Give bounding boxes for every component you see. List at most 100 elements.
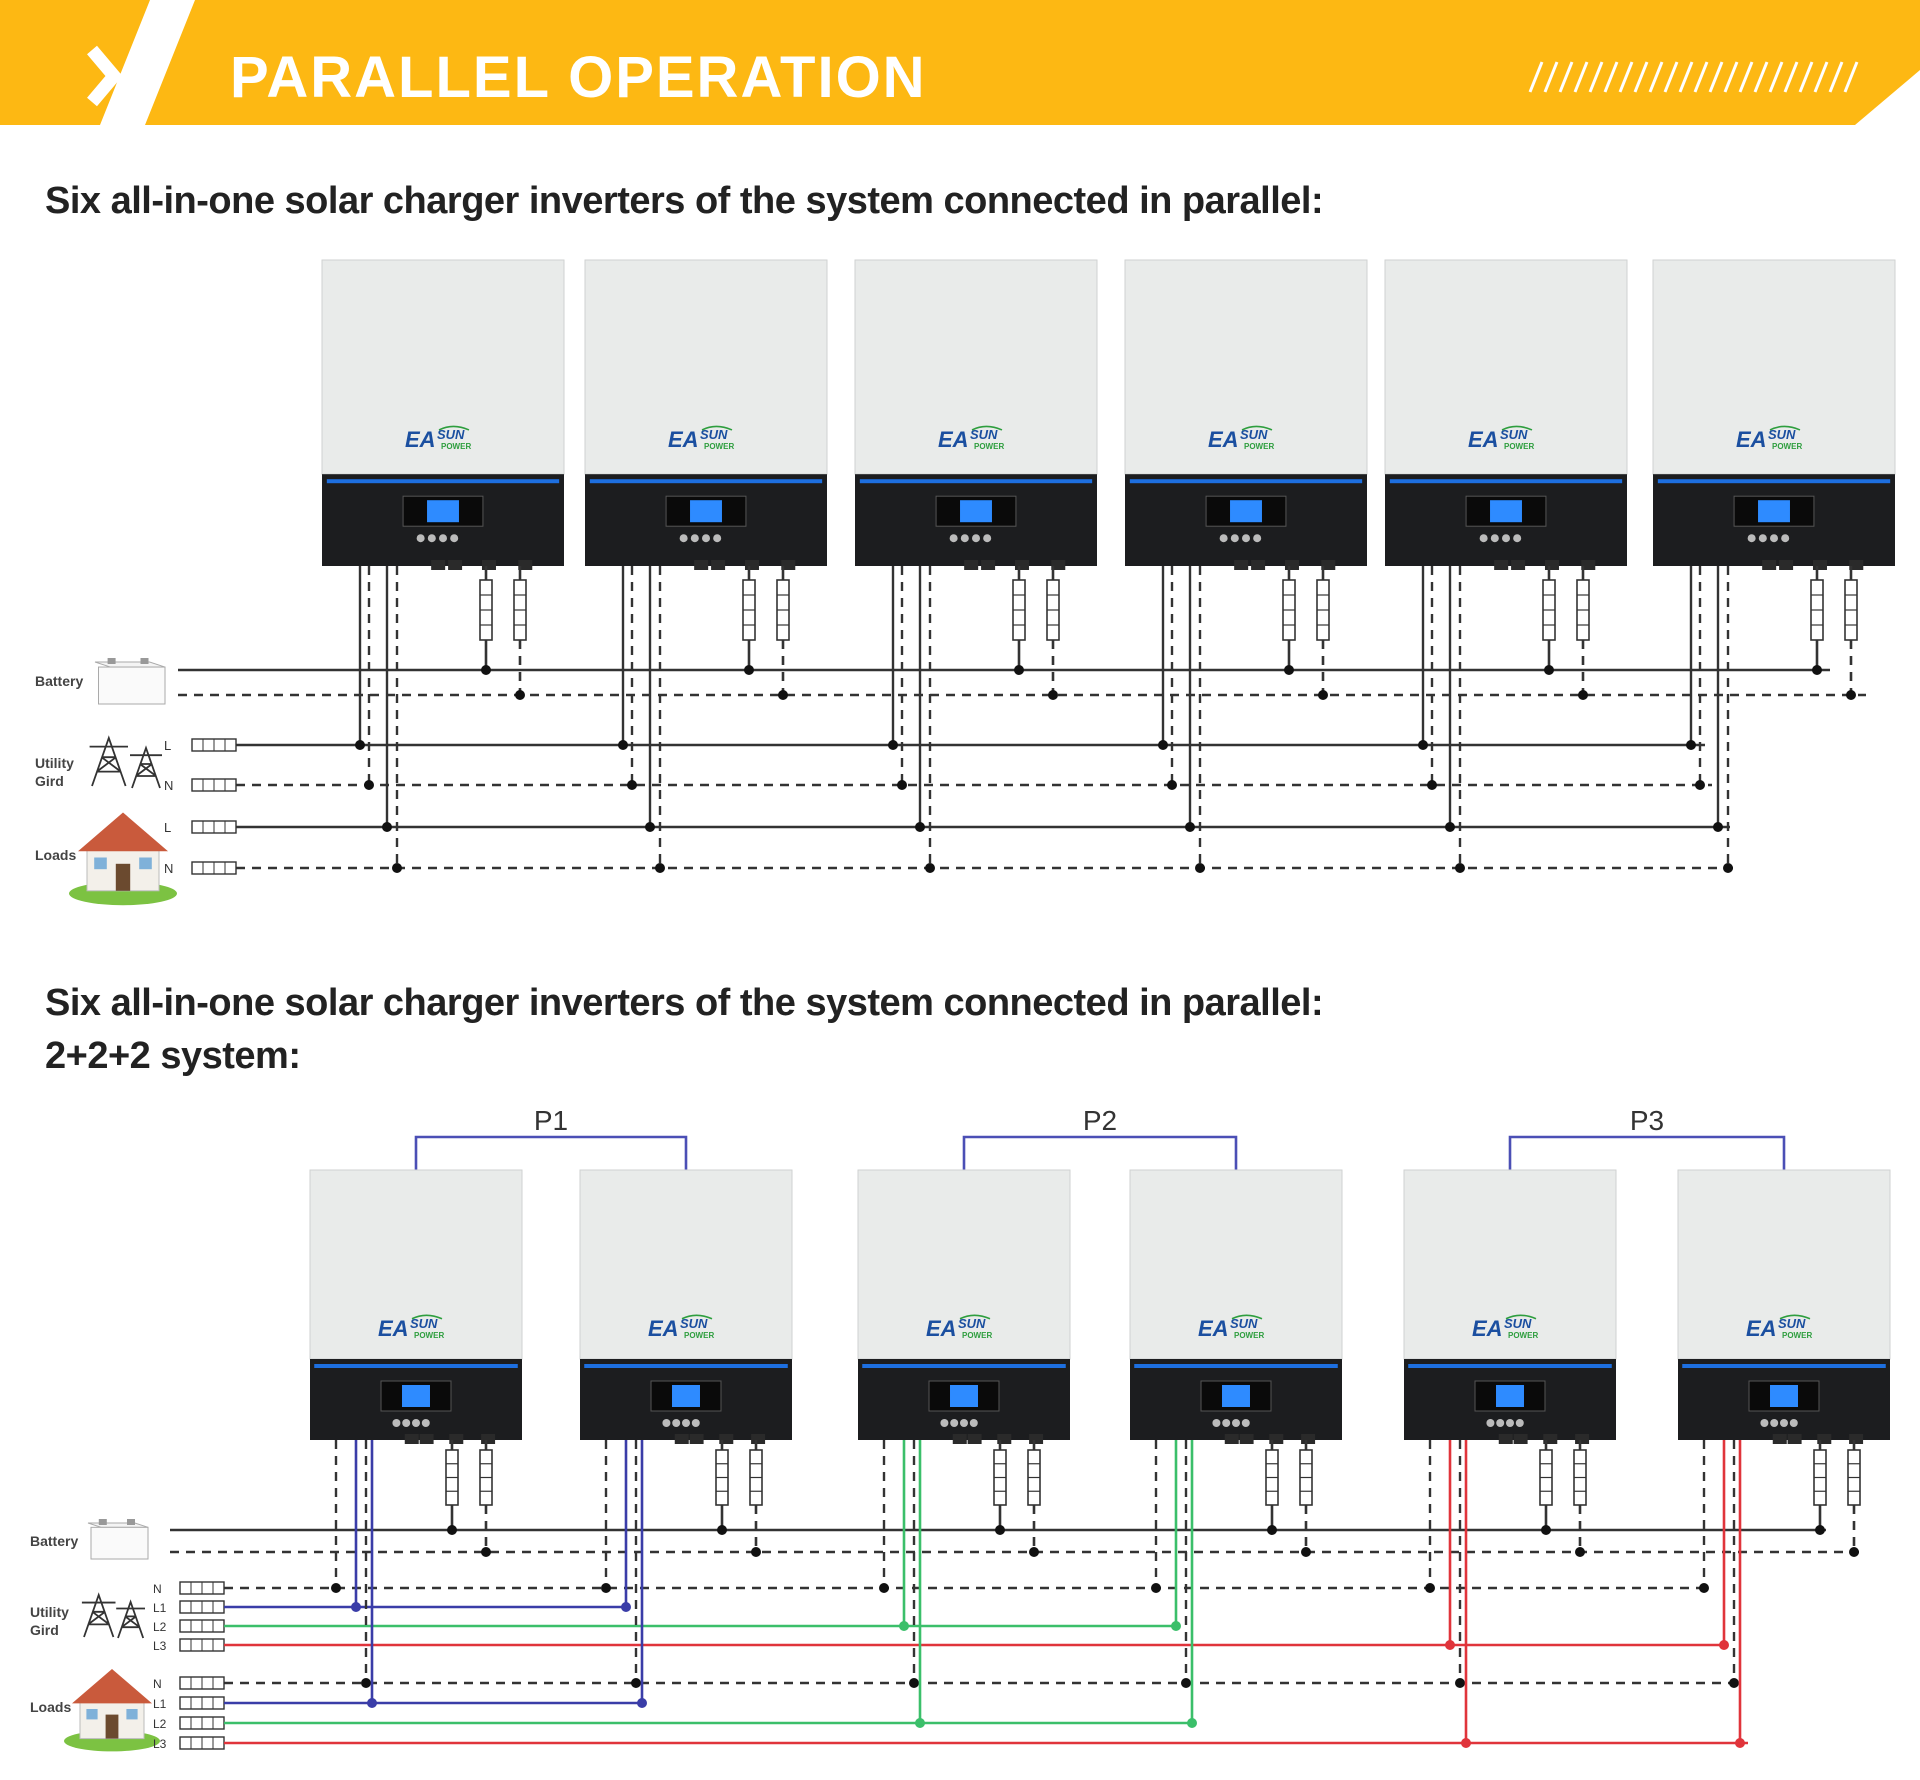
- fuse-holder: [1316, 579, 1330, 641]
- house-roof: [72, 1669, 152, 1704]
- logo-text: SUN: [1500, 427, 1528, 442]
- logo-text: EA: [1198, 1316, 1229, 1341]
- junction-dot: [364, 780, 374, 790]
- cable-gland: [1575, 1434, 1590, 1444]
- junction-dot: [1195, 863, 1205, 873]
- inverter-body: [321, 259, 565, 475]
- cable-gland: [1301, 1434, 1316, 1444]
- cable-gland: [1051, 560, 1066, 570]
- house-roof: [78, 812, 168, 852]
- logo-arc: [681, 1314, 713, 1320]
- junction-dot: [888, 740, 898, 750]
- line-label: L2: [153, 1620, 167, 1634]
- junction-dot: [1686, 740, 1696, 750]
- junction-dot: [355, 740, 365, 750]
- power-pylon-icon: [81, 1592, 116, 1638]
- logo-text: SUN: [970, 427, 998, 442]
- logo-text: POWER: [1772, 442, 1802, 451]
- logo-arc: [1779, 1314, 1811, 1320]
- power-pylon-icon: [116, 1599, 145, 1639]
- panel-button: [450, 534, 459, 543]
- hatch-stroke: [1783, 61, 1799, 93]
- fuse-holder: [479, 1449, 493, 1506]
- panel-button: [1232, 1419, 1240, 1427]
- lcd-screen: [1770, 1385, 1798, 1407]
- group-label: P3: [1630, 1105, 1664, 1136]
- cable-gland: [1511, 560, 1526, 570]
- chevron-right-icon: [87, 45, 123, 107]
- inverter-blue-strip: [314, 1364, 518, 1368]
- hatch-stroke: [1768, 61, 1784, 93]
- junction-dot: [331, 1583, 341, 1593]
- junction-dot: [915, 822, 925, 832]
- hatch-decoration: [1528, 61, 1859, 93]
- hatch-stroke: [1753, 61, 1769, 93]
- cable-gland: [1817, 1434, 1832, 1444]
- junction-dot: [447, 1525, 457, 1535]
- junction-dot: [1425, 1583, 1435, 1593]
- house-window: [139, 857, 152, 870]
- line-label: L: [164, 738, 171, 753]
- lcd-screen: [1758, 500, 1790, 523]
- junction-dot: [1815, 1525, 1825, 1535]
- junction-dot: [1455, 863, 1465, 873]
- lcd-screen: [1222, 1385, 1250, 1407]
- inverter-body: [1677, 1169, 1891, 1360]
- panel-button: [1490, 534, 1499, 543]
- panel-button: [983, 534, 992, 543]
- cable-gland: [1779, 560, 1794, 570]
- logo-arc: [1501, 425, 1533, 431]
- fuse-holder: [1844, 579, 1858, 641]
- panel-button: [412, 1419, 420, 1427]
- logo-text: SUN: [1778, 1316, 1806, 1331]
- cable-gland: [1543, 1434, 1558, 1444]
- battery-icon: [94, 658, 166, 705]
- panel-button: [1760, 1419, 1769, 1427]
- fuse-holder: [1299, 1449, 1313, 1506]
- logo-text: EA: [668, 427, 699, 452]
- group-label: P1: [534, 1105, 568, 1136]
- cable-gland: [1544, 560, 1559, 570]
- junction-dot: [1729, 1678, 1739, 1688]
- logo-text: EA: [926, 1316, 957, 1341]
- hatch-stroke: [1558, 61, 1574, 93]
- junction-dot: [899, 1621, 909, 1631]
- junction-dot: [751, 1547, 761, 1557]
- panel-button: [1502, 534, 1510, 543]
- inverter-body: [1384, 259, 1628, 475]
- logo-text: EA: [938, 427, 969, 452]
- logo-text: POWER: [1244, 442, 1274, 451]
- hatch-stroke: [1678, 61, 1694, 93]
- line-label: N: [153, 1582, 162, 1596]
- cable-gland: [689, 1434, 704, 1444]
- fuse-holder: [1573, 1449, 1587, 1506]
- panel-button: [1780, 1419, 1788, 1427]
- logo-arc: [1505, 1314, 1537, 1320]
- panel-button: [1230, 534, 1239, 543]
- hatch-stroke: [1573, 61, 1589, 93]
- cable-gland: [744, 560, 759, 570]
- logo-text: EA: [1208, 427, 1239, 452]
- inverter-blue-strip: [1134, 1364, 1338, 1368]
- junction-dot: [1318, 690, 1328, 700]
- logo-text: POWER: [704, 442, 734, 451]
- panel-button: [713, 534, 722, 543]
- logo-text: POWER: [962, 1331, 992, 1340]
- cable-gland: [1494, 560, 1509, 570]
- cable-gland: [967, 1434, 982, 1444]
- logo-arc: [959, 1314, 991, 1320]
- logo-text: EA: [1746, 1316, 1777, 1341]
- power-pylon-icon: [130, 745, 162, 789]
- loads-label: Loads: [30, 1699, 71, 1715]
- junction-dot: [1461, 1738, 1471, 1748]
- junction-dot: [382, 822, 392, 832]
- panel-button: [969, 1419, 978, 1427]
